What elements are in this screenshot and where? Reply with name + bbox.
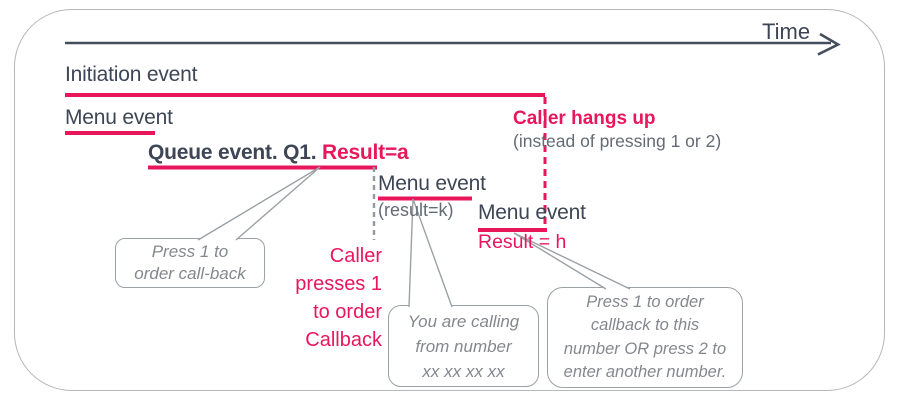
caller-presses-annotation: Caller presses 1 to order Callback <box>295 245 382 351</box>
caller-hangs-up-sublabel: (instead of pressing 1 or 2) <box>513 131 722 151</box>
time-axis-label: Time <box>762 19 811 44</box>
queue-event-label: Queue event. Q1. Result=a <box>148 141 409 165</box>
menu-event-third-result: Result = h <box>478 231 567 253</box>
callout-bubble-order-callback: Press 1 to order call-back <box>115 238 265 288</box>
menu-event-second-sublabel: (result=k) <box>378 200 454 220</box>
diagram-rounded-border <box>14 9 885 391</box>
menu-event-first-label: Menu event <box>65 106 173 129</box>
queue-event-label-main: Queue event. Q1. <box>148 141 317 164</box>
callout-text: Press 1 to order call-back <box>134 242 246 283</box>
callout-text: Press 1 to order callback to this number… <box>563 292 727 382</box>
initiation-event-label: Initiation event <box>65 63 198 86</box>
menu-event-second-label: Menu event <box>378 172 486 195</box>
callout-bubble-press-1-or-2: Press 1 to order callback to this number… <box>547 287 743 388</box>
callout-text: You are calling from number xx xx xx xx <box>407 311 520 381</box>
menu-event-third-label: Menu event <box>478 201 586 224</box>
queue-event-result: Result=a <box>322 141 409 164</box>
callout-bubble-calling-number: You are calling from number xx xx xx xx <box>388 305 539 387</box>
caller-hangs-up-label: Caller hangs up <box>513 108 656 129</box>
